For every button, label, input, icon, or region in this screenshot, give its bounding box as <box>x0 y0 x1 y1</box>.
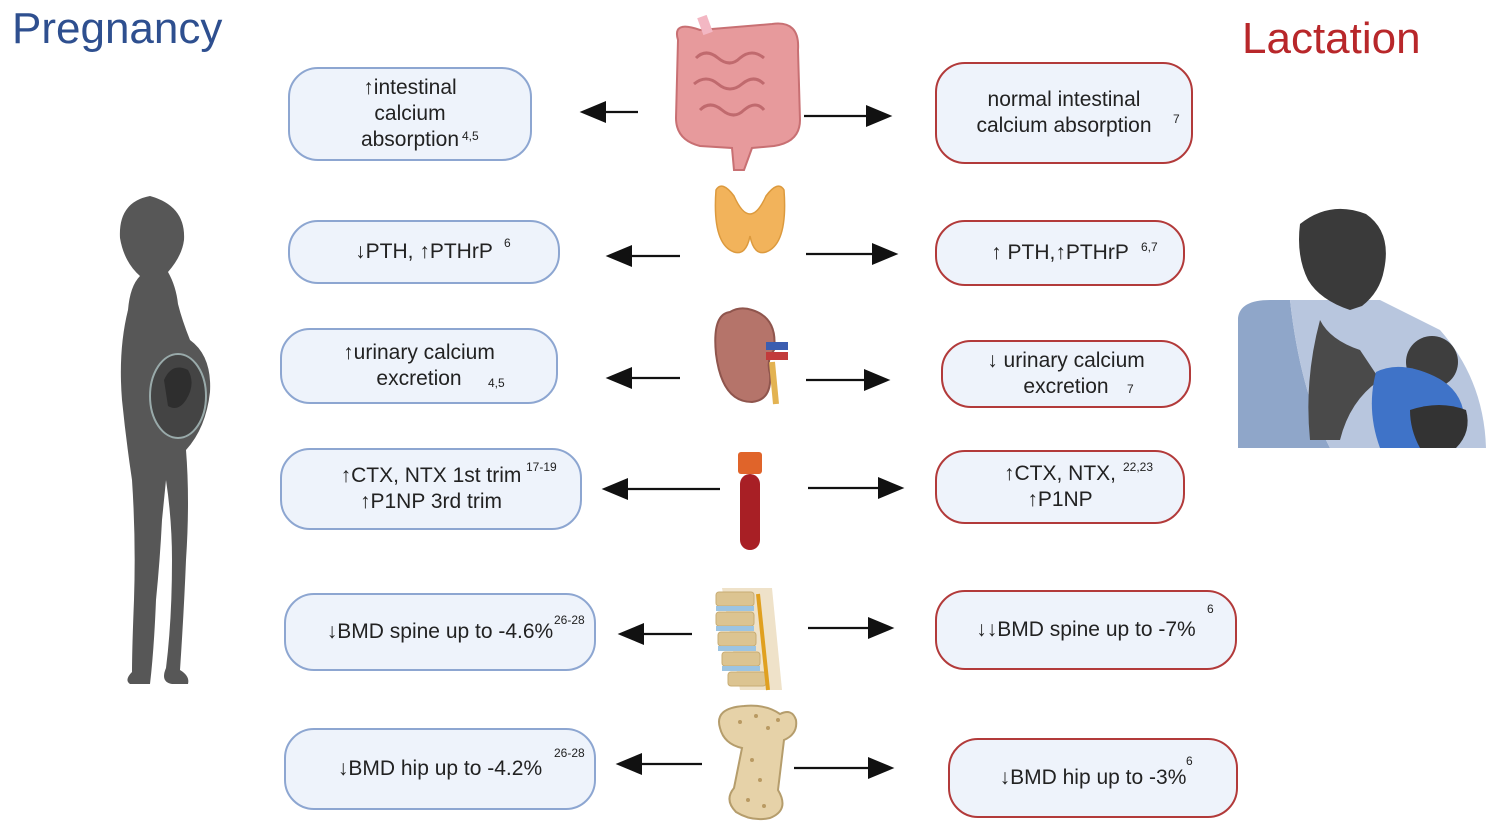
reference-number: 6,7 <box>1141 240 1158 254</box>
lactation-box-kidney: ↓ urinary calcium excretion 7 <box>941 340 1191 408</box>
lactation-box-hip-bmd: ↓BMD hip up to -3% 6 <box>948 738 1238 818</box>
breastfeeding-mother-icon <box>1238 208 1486 448</box>
box-line: absorption <box>360 128 460 151</box>
pregnancy-box-hip-bmd: ↓BMD hip up to -4.2% 26-28 <box>284 728 596 810</box>
reference-number: 22,23 <box>1123 460 1154 474</box>
lactation-box-intestine: normal intestinal calcium absorption 7 <box>935 62 1193 164</box>
thyroid-icon <box>714 185 786 254</box>
pregnancy-box-intestine: ↑intestinal calcium absorption 4,5 <box>288 67 532 161</box>
reference-number: 4,5 <box>488 376 505 390</box>
box-line: ↓↓BMD spine up to -7% <box>976 618 1196 641</box>
box-line: excretion <box>1023 375 1109 398</box>
lactation-box-spine-bmd: ↓↓BMD spine up to -7% 6 <box>935 590 1237 670</box>
box-line: excretion <box>376 367 462 390</box>
pregnancy-box-thyroid: ↓PTH, ↑PTHrP 6 <box>288 220 560 284</box>
box-line: normal intestinal <box>987 88 1141 111</box>
pregnancy-box-spine-bmd: ↓BMD spine up to -4.6% 26-28 <box>284 593 596 671</box>
box-line: ↑CTX, NTX 1st trim <box>340 464 522 487</box>
reference-number: 26-28 <box>554 746 585 760</box>
kidney-icon <box>714 307 788 405</box>
box-line: calcium <box>374 102 446 125</box>
femur-icon <box>718 704 798 821</box>
box-line: ↓PTH, ↑PTHrP <box>355 240 493 263</box>
box-line: ↓BMD hip up to -3% <box>999 766 1187 789</box>
reference-number: 6 <box>504 236 511 250</box>
box-line: ↓BMD hip up to -4.2% <box>337 757 543 780</box>
spine-icon <box>715 588 782 691</box>
reference-number: 6 <box>1186 754 1193 768</box>
box-line: calcium absorption <box>976 114 1152 137</box>
box-line: ↑ PTH,↑PTHrP <box>991 241 1129 264</box>
box-line: ↑P1NP 3rd trim <box>360 490 502 513</box>
lactation-box-thyroid: ↑ PTH,↑PTHrP 6,7 <box>935 220 1185 286</box>
pregnancy-title: Pregnancy <box>12 4 223 53</box>
pregnancy-box-kidney: ↑urinary calcium excretion 4,5 <box>280 328 558 404</box>
lactation-title: Lactation <box>1242 14 1421 63</box>
box-line: ↓BMD spine up to -4.6% <box>326 620 554 643</box>
box-line: ↑P1NP <box>1027 488 1093 511</box>
blood-tube-icon <box>738 452 762 550</box>
reference-number: 6 <box>1207 602 1214 616</box>
box-line: ↑urinary calcium <box>343 341 495 364</box>
box-line: ↓ urinary calcium <box>987 349 1145 372</box>
pregnancy-box-bone-markers: ↑CTX, NTX 1st trim ↑P1NP 3rd trim 17-19 <box>280 448 582 530</box>
lactation-box-bone-markers: ↑CTX, NTX, ↑P1NP 22,23 <box>935 450 1185 524</box>
box-line: ↑intestinal <box>363 76 457 99</box>
intestine-icon <box>674 14 802 171</box>
arrows <box>579 101 905 779</box>
box-line: ↑CTX, NTX, <box>1003 462 1116 485</box>
reference-number: 17-19 <box>526 460 557 474</box>
reference-number: 4,5 <box>462 129 479 143</box>
pregnant-woman-silhouette <box>119 196 211 684</box>
reference-number: 7 <box>1173 112 1180 126</box>
reference-number: 7 <box>1127 382 1134 396</box>
reference-number: 26-28 <box>554 613 585 627</box>
